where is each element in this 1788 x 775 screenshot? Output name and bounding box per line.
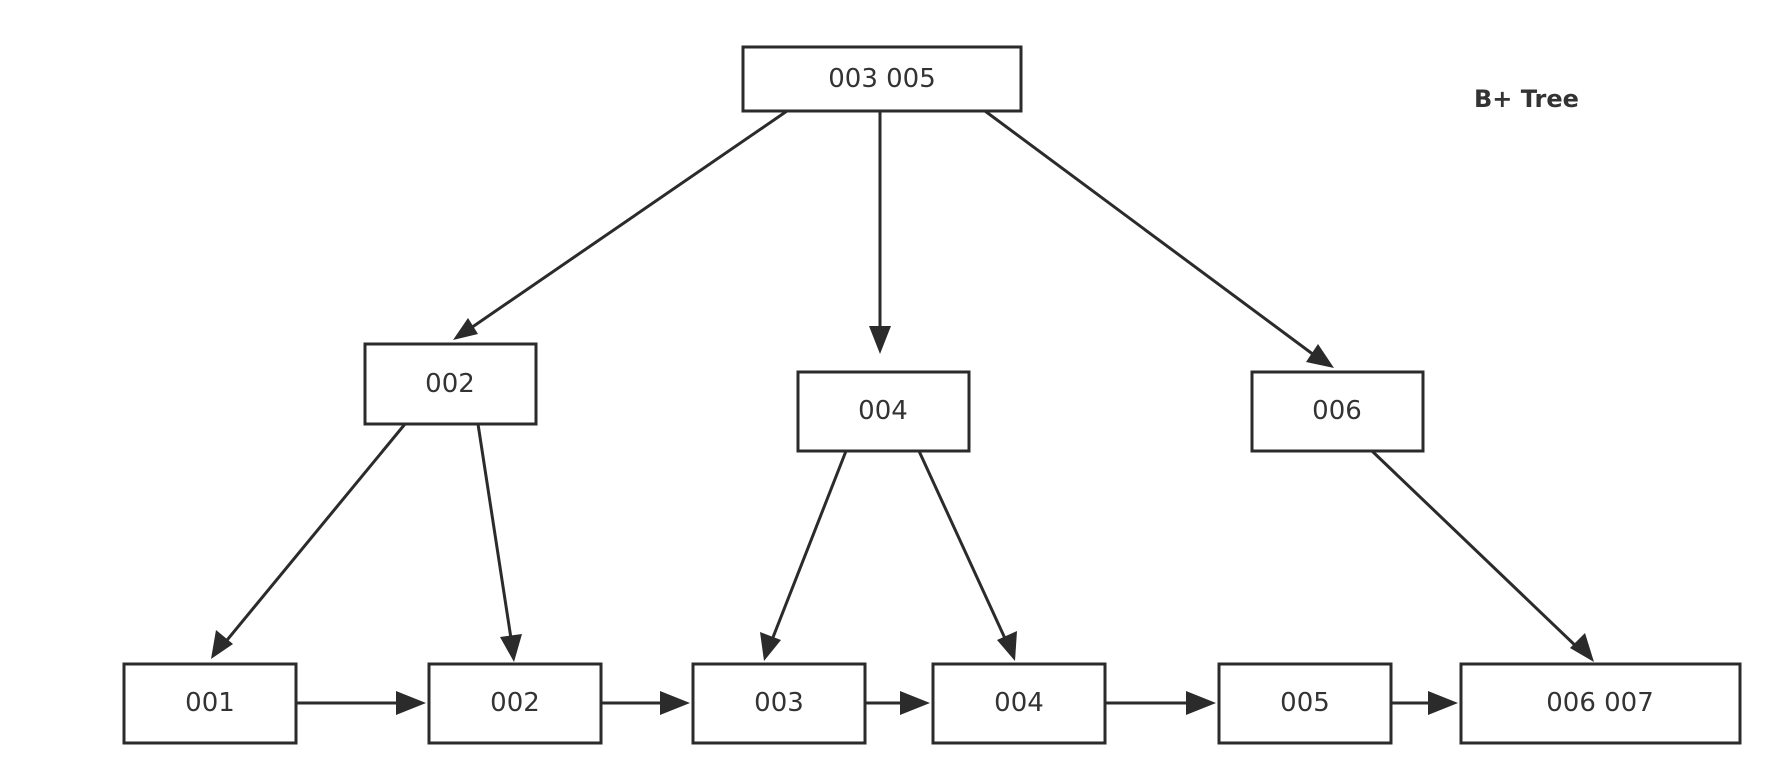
node-leaf-006-007-label: 006 007 xyxy=(1546,688,1654,718)
node-leaf-001-box xyxy=(122,662,298,745)
edge-002-to-leaf-002 xyxy=(476,423,514,646)
tree-edges xyxy=(211,109,1594,662)
node-leaf-001-label: 001 xyxy=(185,688,235,718)
node-leaf-004-box xyxy=(931,662,1107,745)
node-internal-004-label: 004 xyxy=(858,396,908,426)
node-leaf-005-label: 005 xyxy=(1280,688,1330,718)
edge-root-to-002 xyxy=(467,109,788,332)
node-leaf-005-box xyxy=(1217,662,1393,745)
node-root: 003 005 xyxy=(741,45,1023,113)
leaf-chain-edges xyxy=(296,691,1458,715)
node-leaf-006-007-box xyxy=(1459,662,1742,745)
edge-002-to-leaf-001 xyxy=(221,423,407,646)
arrowhead-leaf-001-to-002 xyxy=(396,691,426,715)
arrowhead-002-to-leaf-002 xyxy=(500,634,522,662)
node-internal-002-box xyxy=(363,342,538,426)
arrowhead-leaf-004-to-005 xyxy=(1186,691,1216,715)
node-internal-004-box xyxy=(796,370,971,453)
arrowhead-006-to-leaf-006-007 xyxy=(1570,633,1594,662)
arrowhead-leaf-005-to-006-007 xyxy=(1428,691,1458,715)
node-internal-004: 004 xyxy=(796,370,971,453)
edge-006-to-leaf-006-007 xyxy=(1370,449,1582,652)
edge-004-to-leaf-004 xyxy=(917,450,1010,646)
arrowhead-004-to-leaf-003 xyxy=(760,632,781,661)
node-leaf-003-label: 003 xyxy=(754,688,804,718)
arrowhead-leaf-003-to-004 xyxy=(900,691,930,715)
arrowhead-root-to-006 xyxy=(1306,344,1334,368)
node-leaf-002: 002 xyxy=(427,662,603,745)
node-leaf-006-007: 006 007 xyxy=(1459,662,1742,745)
edge-004-to-leaf-003 xyxy=(768,450,848,646)
node-internal-002-label: 002 xyxy=(425,369,475,399)
node-leaf-001: 001 xyxy=(122,662,298,745)
arrowhead-leaf-002-to-003 xyxy=(660,691,690,715)
node-root-box xyxy=(741,45,1023,113)
node-internal-006-label: 006 xyxy=(1312,396,1362,426)
arrowhead-root-to-002 xyxy=(453,318,478,340)
node-leaf-003: 003 xyxy=(691,662,867,745)
node-internal-006: 006 xyxy=(1250,370,1425,453)
node-leaf-002-label: 002 xyxy=(490,688,540,718)
arrowhead-004-to-leaf-004 xyxy=(997,631,1017,661)
node-leaf-005: 005 xyxy=(1217,662,1393,745)
node-internal-002: 002 xyxy=(363,342,538,426)
arrowhead-root-to-004 xyxy=(869,326,891,354)
diagram-title: B+ Tree xyxy=(1474,85,1579,113)
node-leaf-004: 004 xyxy=(931,662,1107,745)
node-internal-006-box xyxy=(1250,370,1425,453)
node-leaf-004-label: 004 xyxy=(994,688,1044,718)
node-leaf-002-box xyxy=(427,662,603,745)
edge-root-to-006 xyxy=(984,109,1319,360)
arrowhead-002-to-leaf-001 xyxy=(211,630,233,659)
node-root-label: 003 005 xyxy=(828,64,936,94)
node-leaf-003-box xyxy=(691,662,867,745)
